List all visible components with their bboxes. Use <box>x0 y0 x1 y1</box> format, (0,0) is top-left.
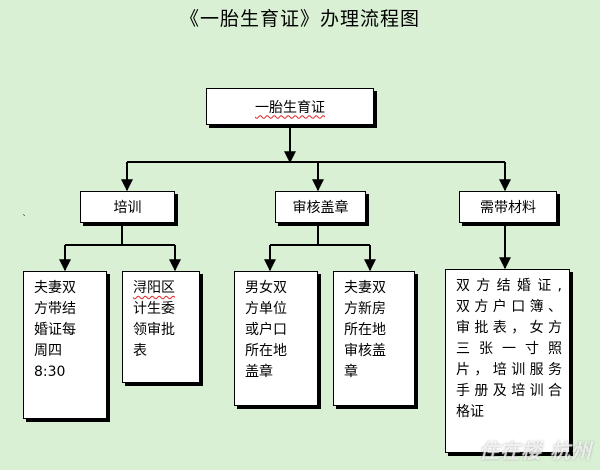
root-box: 一胎生育证 <box>206 88 374 125</box>
detail-line: 周四 <box>34 343 62 359</box>
detail-line: 格证 <box>456 404 484 420</box>
category-box-review: 审核盖章 <box>275 191 366 223</box>
detail-line: 盖章 <box>245 364 273 380</box>
detail-line: 婚证每 <box>34 322 76 338</box>
category-label: 需带材料 <box>480 200 536 216</box>
detail-line: 8:30 <box>34 364 66 380</box>
detail-line: 方新房 <box>344 301 386 317</box>
detail-box-training-schedule: 夫妻双 方带结 婚证每 周四 8:30 <box>23 271 107 419</box>
root-label: 一胎生育证 <box>255 99 325 116</box>
detail-line: 片，培训服务 <box>456 362 562 378</box>
detail-line: 审核盖 <box>344 343 386 359</box>
detail-line: 所在地 <box>245 343 287 359</box>
detail-line: 方带结 <box>34 301 76 317</box>
detail-line: 所在地 <box>344 322 386 338</box>
detail-line: 方单位 <box>245 301 287 317</box>
category-label: 培训 <box>113 200 142 216</box>
page-title: 《一胎生育证》办理流程图 <box>179 8 420 30</box>
detail-line: 双方结婚证, <box>456 278 562 294</box>
detail-line: 表 <box>133 343 147 359</box>
detail-line: 夫妻双 <box>34 280 76 296</box>
detail-line: 浔阳区 <box>133 280 175 296</box>
site-watermark: 住在楼 杭州 <box>479 439 592 463</box>
stray-mark: ` <box>22 214 27 225</box>
category-box-materials: 需带材料 <box>459 191 557 223</box>
detail-line: 计生委 <box>133 301 175 317</box>
detail-box-training-form: 浔阳区 计生委 领审批 表 <box>122 271 200 383</box>
category-box-training: 培训 <box>80 191 175 223</box>
detail-line: 三张一寸照 <box>456 341 562 357</box>
detail-line: 双方户口簿、 <box>456 299 562 315</box>
detail-box-materials-list: 双方结婚证, 双方户口簿、 审批表，女方 三张一寸照 片，培训服务 手册及培训合… <box>445 269 570 453</box>
detail-line: 夫妻双 <box>344 280 386 296</box>
category-label: 审核盖章 <box>292 200 349 216</box>
detail-line: 领审批 <box>133 322 175 338</box>
detail-line: 章 <box>344 364 358 380</box>
detail-line: 男女双 <box>245 280 287 296</box>
detail-line: 审批表，女方 <box>456 320 562 336</box>
detail-box-review-home: 夫妻双 方新房 所在地 审核盖 章 <box>333 271 415 406</box>
detail-line: 手册及培训合 <box>456 383 562 399</box>
detail-box-review-unit: 男女双 方单位 或户口 所在地 盖章 <box>234 271 318 406</box>
detail-line: 或户口 <box>245 322 287 338</box>
